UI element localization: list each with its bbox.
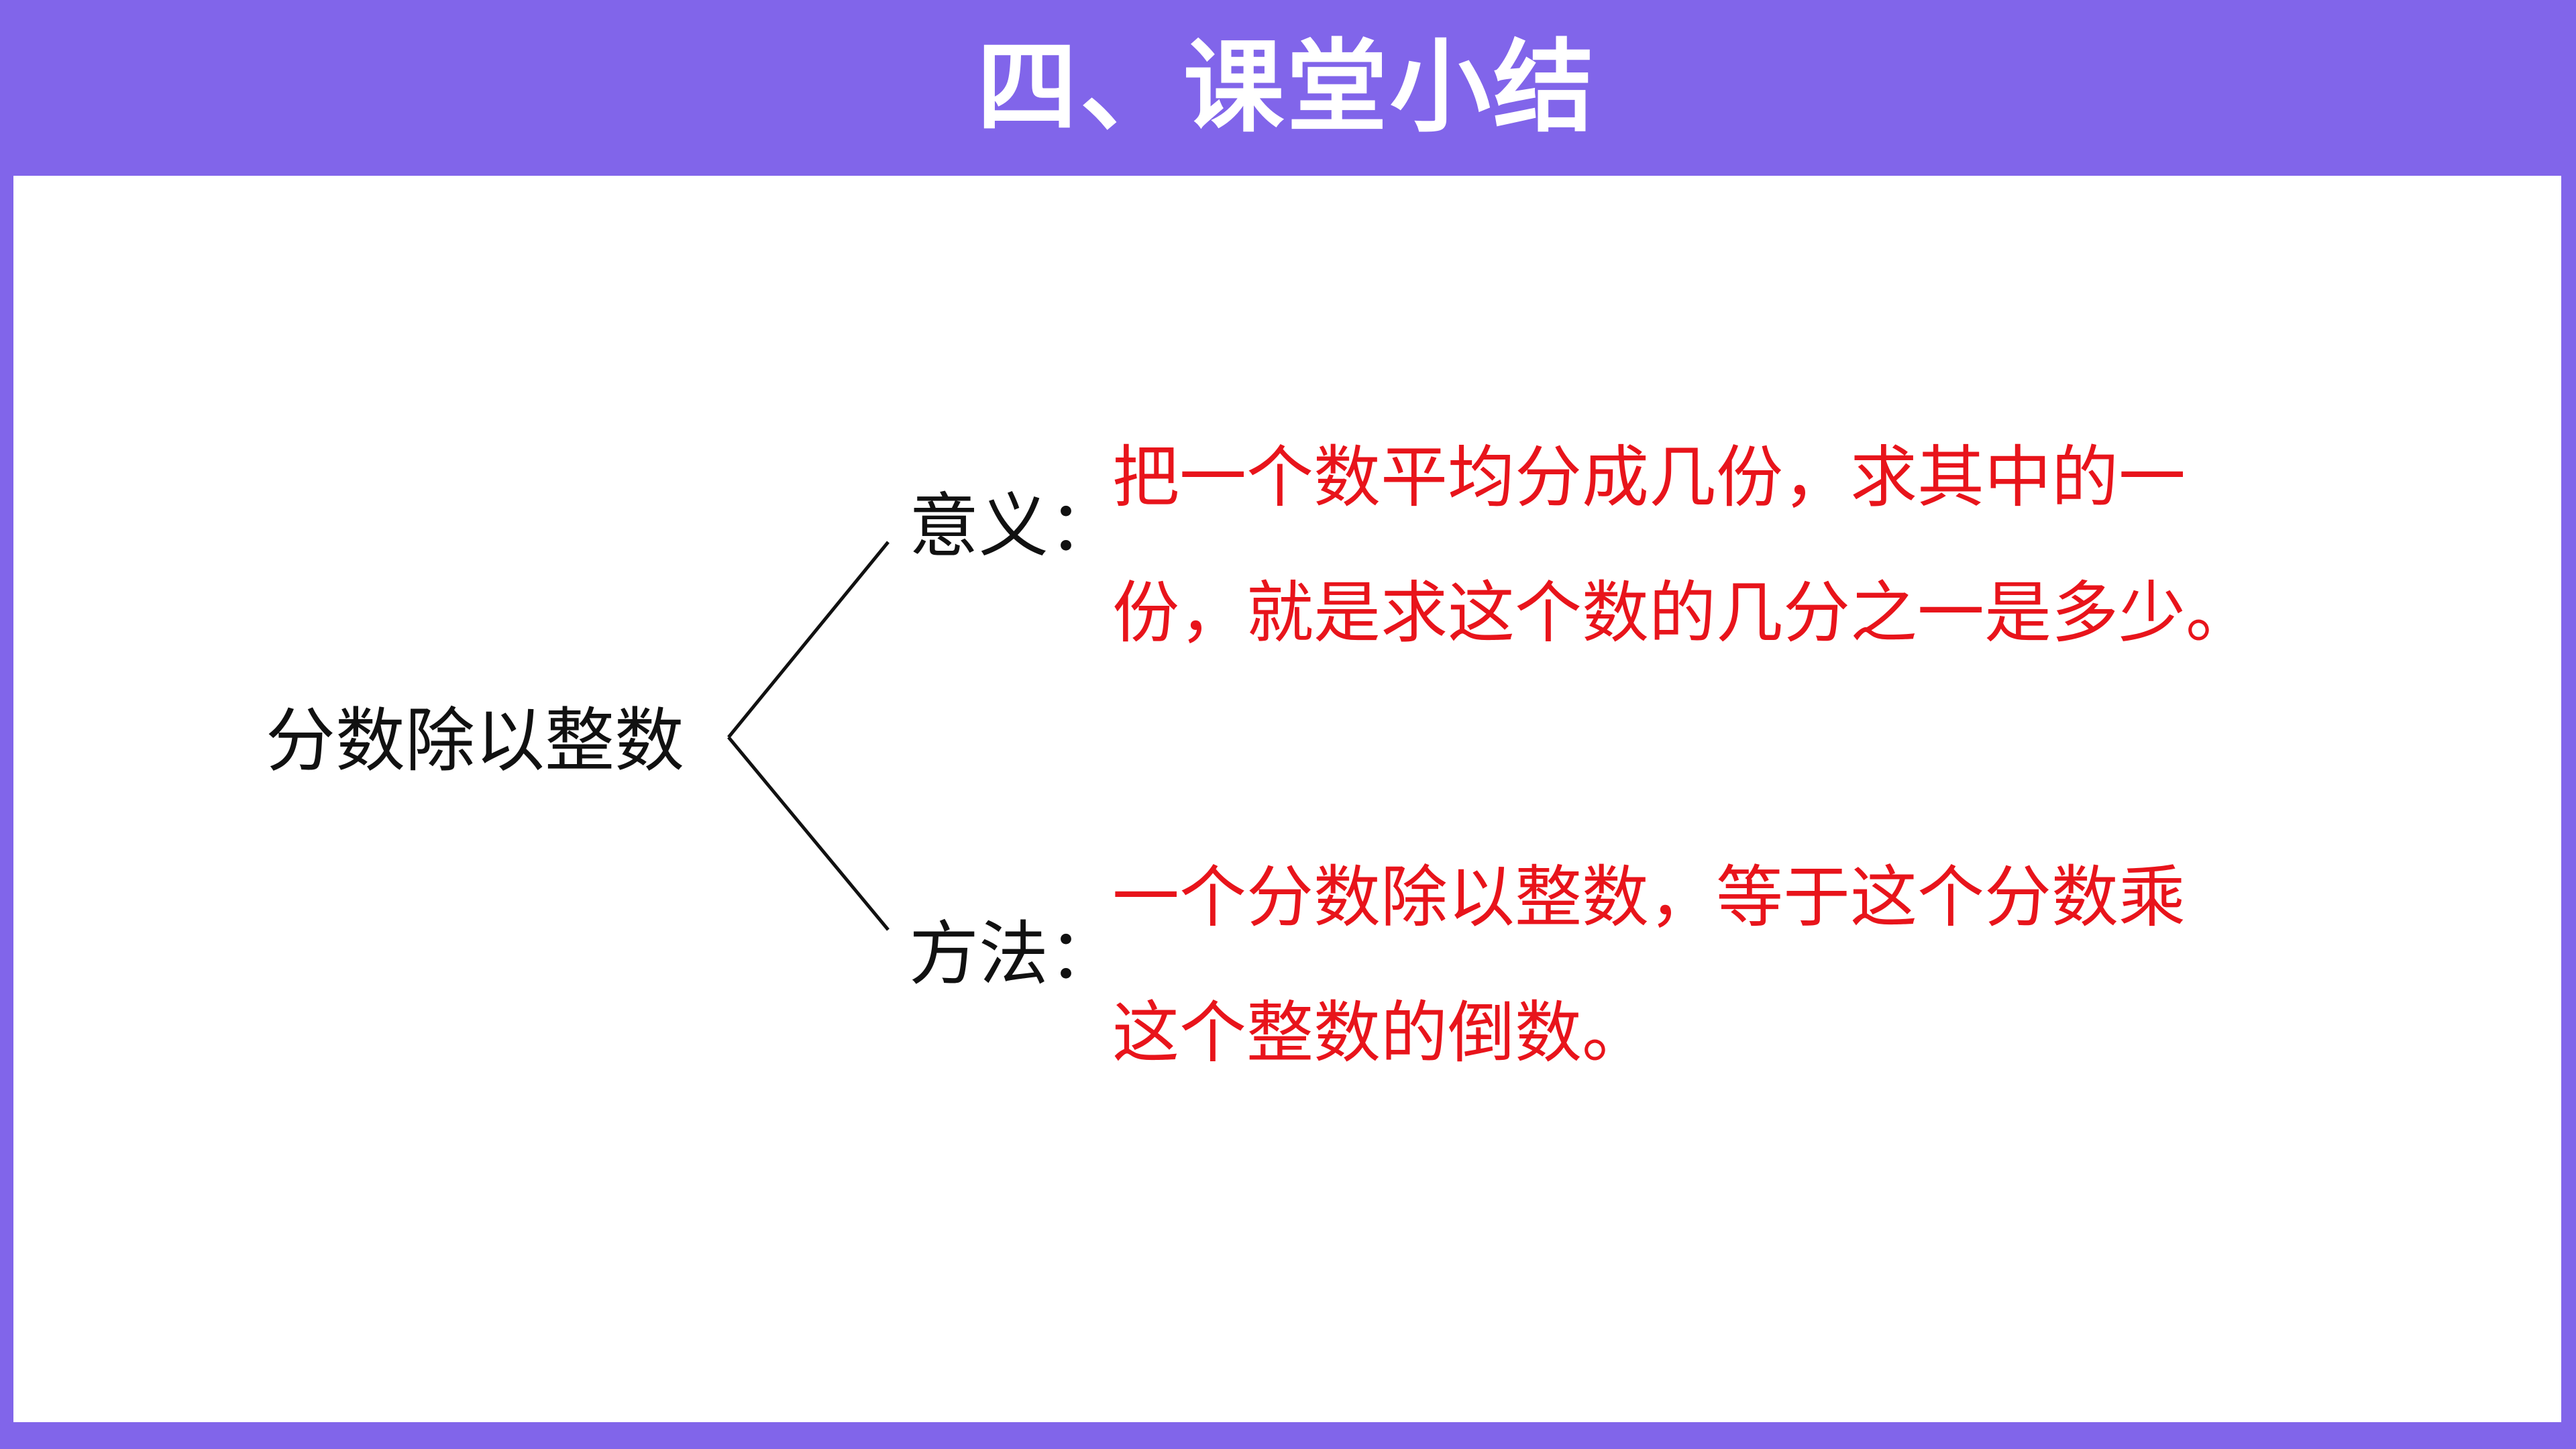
meaning-text-line-1: 把一个数平均分成几份，求其中的一 — [1112, 438, 2186, 517]
topic-label: 分数除以整数 — [266, 700, 685, 782]
meaning-text-line-2: 份，就是求这个数的几分之一是多少。 — [1112, 574, 2253, 652]
branch-bracket — [727, 541, 890, 931]
method-text-line-1: 一个分数除以整数，等于这个分数乘 — [1112, 858, 2186, 936]
branch-line-method — [727, 736, 890, 931]
title-bar: 四、课堂小结 — [0, 0, 2576, 176]
slide-title: 四、课堂小结 — [976, 30, 1597, 146]
method-text-line-2: 这个整数的倒数。 — [1112, 994, 1649, 1072]
branch-line-meaning — [727, 541, 890, 739]
meaning-label: 意义： — [909, 485, 1119, 567]
content-panel: 分数除以整数 意义： 把一个数平均分成几份，求其中的一 份，就是求这个数的几分之… — [13, 176, 2561, 1422]
method-label: 方法： — [909, 913, 1119, 995]
